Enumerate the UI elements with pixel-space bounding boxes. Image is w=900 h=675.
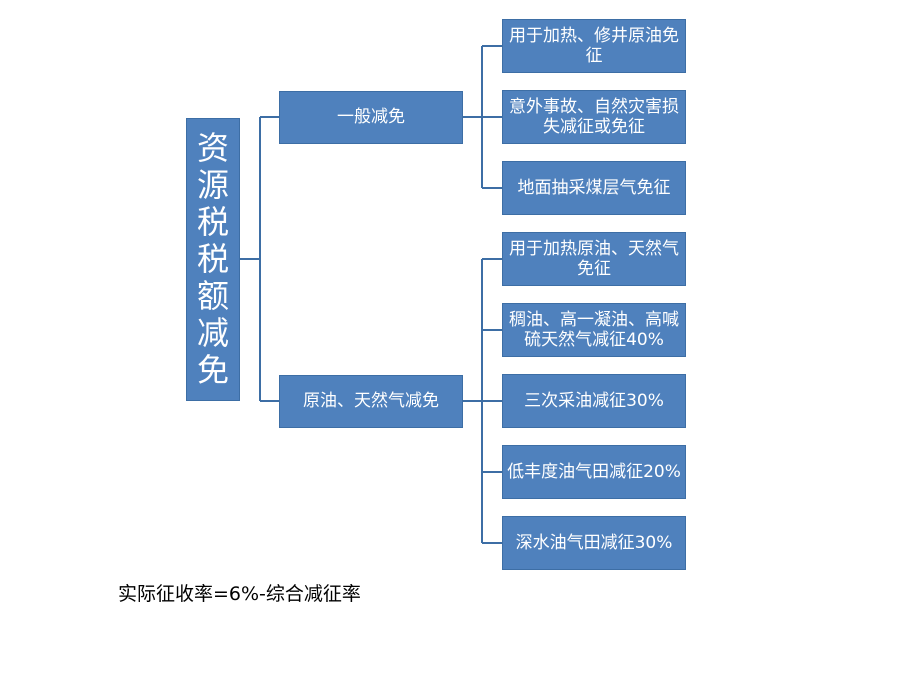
leaf-node: 意外事故、自然灾害损失减征或免征	[502, 90, 686, 144]
leaf-node: 稠油、高一凝油、高喊硫天然气减征40%	[502, 303, 686, 357]
root-node: 资源税税额减免	[186, 118, 240, 401]
branch-node-label: 一般减免	[337, 107, 405, 128]
leaf-node-label: 意外事故、自然灾害损失减征或免征	[509, 96, 679, 137]
leaf-node-label: 用于加热、修井原油免征	[509, 25, 679, 66]
leaf-node-label: 稠油、高一凝油、高喊硫天然气减征40%	[509, 309, 679, 350]
leaf-node-label: 用于加热原油、天然气免征	[509, 238, 679, 279]
leaf-node: 用于加热原油、天然气免征	[502, 232, 686, 286]
leaf-node-label: 三次采油减征30%	[524, 390, 664, 411]
leaf-node: 地面抽采煤层气免征	[502, 161, 686, 215]
leaf-node-label: 低丰度油气田减征20%	[507, 461, 681, 482]
leaf-node: 深水油气田减征30%	[502, 516, 686, 570]
leaf-node: 三次采油减征30%	[502, 374, 686, 428]
branch-node-general: 一般减免	[279, 91, 463, 144]
leaf-node-label: 地面抽采煤层气免征	[517, 177, 671, 198]
root-node-label: 资源税税额减免	[196, 128, 229, 390]
leaf-node: 低丰度油气田减征20%	[502, 445, 686, 499]
formula-text: 实际征收率=6%-综合减征率	[118, 583, 361, 605]
leaf-node: 用于加热、修井原油免征	[502, 19, 686, 73]
leaf-node-label: 深水油气田减征30%	[515, 532, 673, 553]
branch-node-label: 原油、天然气减免	[303, 391, 439, 412]
branch-node-oil-gas: 原油、天然气减免	[279, 375, 463, 428]
